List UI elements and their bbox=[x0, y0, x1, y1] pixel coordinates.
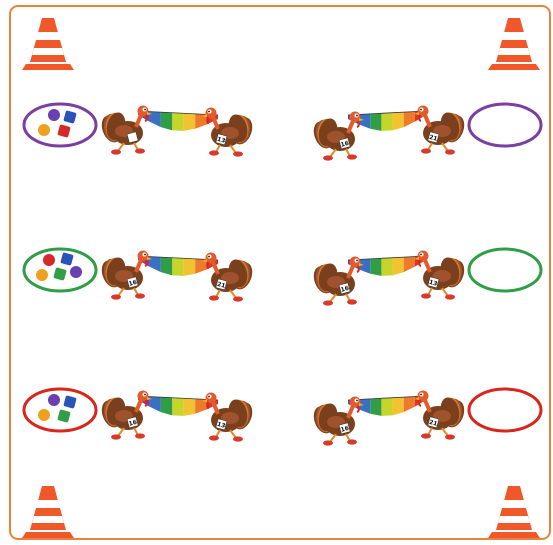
relay-lane-row: 13 16 21 bbox=[24, 104, 541, 161]
bean-bag-icon bbox=[63, 395, 76, 408]
traffic-cone-icon bbox=[22, 486, 74, 538]
relay-lane-row: 16 21 16 13 bbox=[24, 249, 541, 306]
bean-bag-icon bbox=[60, 252, 73, 265]
turkey-icon: 16 bbox=[310, 397, 364, 446]
turkey-icon: 13 bbox=[202, 393, 256, 442]
turkey-icon bbox=[98, 106, 152, 155]
turkey-icon: 16 bbox=[310, 112, 364, 161]
bean-bag-icon bbox=[70, 266, 82, 278]
bean-bag-icon bbox=[36, 269, 48, 281]
turkey-icon: 13 bbox=[202, 108, 256, 157]
bean-bag-ring bbox=[24, 104, 96, 146]
bean-bag-ring bbox=[469, 389, 541, 431]
bean-bag-icon bbox=[57, 124, 70, 137]
bean-bag-icon bbox=[38, 124, 50, 136]
turkey-icon: 16 bbox=[98, 391, 152, 440]
bean-bag-ring bbox=[469, 104, 541, 146]
turkey-icon: 21 bbox=[202, 253, 256, 302]
turkey-icon: 21 bbox=[414, 391, 468, 440]
turkey-icon: 16 bbox=[310, 257, 364, 306]
bean-bag-icon bbox=[43, 254, 55, 266]
traffic-cone-icon bbox=[488, 18, 540, 70]
bean-bag-ring bbox=[469, 249, 541, 291]
bean-bag-ring bbox=[24, 249, 96, 291]
turkey-icon: 16 bbox=[98, 251, 152, 300]
bean-bag-icon bbox=[57, 409, 70, 422]
relay-lane-row: 16 13 16 21 bbox=[24, 389, 541, 446]
traffic-cone-icon bbox=[22, 18, 74, 70]
turkey-icon: 13 bbox=[414, 251, 468, 300]
bean-bag-icon bbox=[48, 109, 60, 121]
turkey-icon: 21 bbox=[414, 106, 468, 155]
bean-bag-icon bbox=[53, 267, 66, 280]
bean-bag-ring bbox=[24, 389, 96, 431]
traffic-cone-icon bbox=[488, 486, 540, 538]
bean-bag-icon bbox=[48, 394, 60, 406]
bean-bag-icon bbox=[63, 110, 76, 123]
bean-bag-icon bbox=[38, 409, 50, 421]
